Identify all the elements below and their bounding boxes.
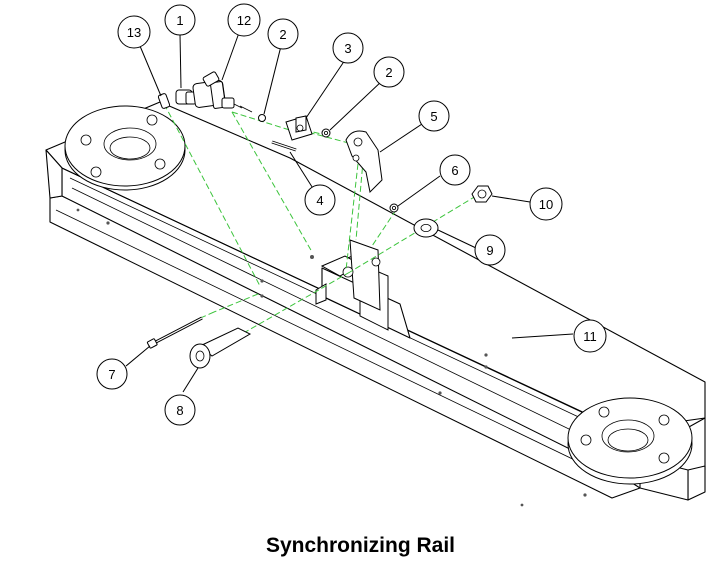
svg-text:9: 9 bbox=[486, 243, 493, 258]
callout-8: 8 bbox=[164, 394, 196, 426]
callout-11: 11 bbox=[573, 319, 607, 353]
part-7-bolt bbox=[146, 316, 203, 349]
svg-text:7: 7 bbox=[108, 367, 115, 382]
callout-1: 1 bbox=[164, 4, 196, 36]
svg-text:12: 12 bbox=[237, 13, 251, 28]
svg-text:13: 13 bbox=[127, 25, 141, 40]
svg-text:2: 2 bbox=[279, 27, 286, 42]
exploded-assembly-diagram: 13 1 12 2 3 2 5 4 6 10 9 11 bbox=[45, 3, 706, 507]
callout-4: 4 bbox=[304, 184, 336, 216]
right-pivot-plate bbox=[567, 397, 693, 485]
svg-text:1: 1 bbox=[176, 13, 183, 28]
svg-text:4: 4 bbox=[316, 193, 323, 208]
callout-2-lower: 2 bbox=[373, 56, 405, 88]
callout-12: 12 bbox=[227, 3, 261, 37]
left-pivot-plate bbox=[64, 105, 186, 191]
callout-9: 9 bbox=[474, 234, 506, 266]
callout-10: 10 bbox=[529, 187, 563, 221]
svg-text:6: 6 bbox=[451, 163, 458, 178]
leader-lines bbox=[125, 29, 574, 393]
part-5-lever bbox=[345, 130, 383, 194]
callout-5: 5 bbox=[418, 100, 450, 132]
svg-text:5: 5 bbox=[430, 109, 437, 124]
part-1-fitting bbox=[175, 89, 197, 105]
part-9-washer bbox=[413, 218, 439, 238]
part-6-nut bbox=[389, 203, 399, 213]
part-4-pin bbox=[271, 140, 297, 152]
svg-text:11: 11 bbox=[583, 329, 597, 344]
svg-text:8: 8 bbox=[176, 403, 183, 418]
part-2-nut-lower bbox=[321, 128, 331, 138]
callout-13: 13 bbox=[117, 15, 151, 49]
part-3-clevis-bracket bbox=[285, 115, 313, 141]
diagram-title: Synchronizing Rail bbox=[265, 534, 456, 557]
center-mount-bracket bbox=[315, 239, 411, 339]
callout-2-upper: 2 bbox=[267, 18, 299, 50]
callout-6: 6 bbox=[439, 154, 471, 186]
part-12-actuator bbox=[192, 71, 253, 113]
callout-3: 3 bbox=[332, 32, 364, 64]
callout-7: 7 bbox=[96, 358, 128, 390]
svg-text:2: 2 bbox=[385, 65, 392, 80]
synchronizing-rail-body bbox=[45, 101, 706, 507]
part-8-shoulder-bolt bbox=[189, 327, 252, 369]
svg-text:3: 3 bbox=[344, 41, 351, 56]
part-2-nut-upper bbox=[258, 114, 266, 122]
part-13-pin bbox=[157, 93, 171, 109]
svg-text:10: 10 bbox=[539, 197, 553, 212]
part-10-hex-nut bbox=[471, 185, 493, 203]
